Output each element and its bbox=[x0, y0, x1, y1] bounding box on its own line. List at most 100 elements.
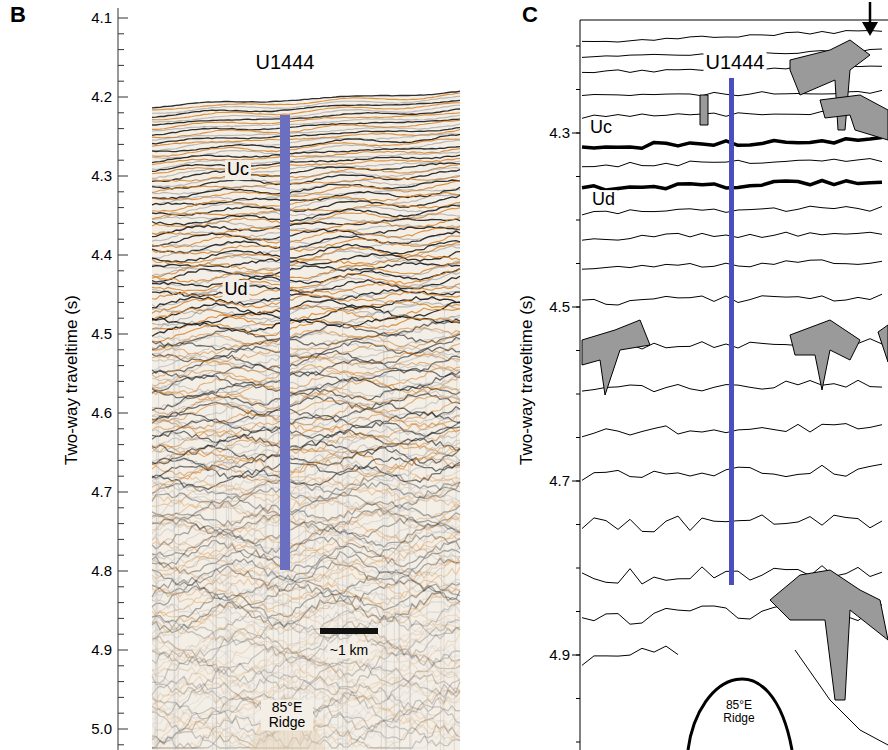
noise-streak bbox=[399, 362, 400, 750]
axis-tick bbox=[118, 270, 124, 271]
axis-tick bbox=[118, 49, 124, 50]
axis-line bbox=[118, 8, 119, 750]
axis-tick bbox=[118, 571, 128, 572]
noise-streak bbox=[323, 389, 325, 750]
axis-tick bbox=[118, 18, 128, 19]
noise-streak bbox=[264, 372, 266, 750]
site-label: U1444 bbox=[256, 51, 315, 73]
seismic-reflector bbox=[152, 243, 460, 265]
axis-tick bbox=[118, 365, 124, 366]
axis-tick bbox=[118, 381, 124, 382]
ridge-label: 85°E Ridge bbox=[261, 700, 313, 731]
noise-streak bbox=[342, 302, 343, 750]
seep-body bbox=[770, 570, 888, 700]
unit-label: Uc bbox=[225, 160, 251, 180]
axis-tick bbox=[572, 133, 580, 134]
noise-streak bbox=[173, 311, 175, 750]
tick-label: 4.5 bbox=[549, 299, 570, 316]
axis-tick bbox=[576, 350, 580, 351]
seismic-reflector bbox=[152, 109, 460, 125]
ridge-label: 85°E Ridge bbox=[715, 699, 763, 725]
axis-tick bbox=[118, 349, 124, 350]
borehole-bar bbox=[280, 115, 290, 570]
tick-label: 4.5 bbox=[91, 326, 112, 343]
seismic-reflector bbox=[152, 96, 460, 113]
seep-body bbox=[820, 95, 888, 140]
axis-tick bbox=[118, 33, 124, 34]
seismic-reflector bbox=[152, 161, 460, 178]
noise-streak bbox=[174, 338, 175, 750]
seismic-profile bbox=[118, 0, 460, 750]
axis-tick bbox=[118, 191, 124, 192]
axis-tick bbox=[118, 160, 124, 161]
arrow-head bbox=[862, 22, 878, 36]
tick-label: 4.9 bbox=[549, 647, 570, 664]
axis-tick bbox=[576, 611, 580, 612]
noise-streak bbox=[394, 491, 395, 750]
interpreted-profile bbox=[572, 2, 888, 750]
axis-tick bbox=[118, 523, 124, 524]
tick-label: 4.9 bbox=[91, 642, 112, 659]
axis-tick bbox=[118, 713, 124, 714]
seismic-reflector bbox=[152, 333, 460, 351]
seep-body bbox=[790, 320, 860, 390]
seismic-reflector bbox=[152, 457, 460, 478]
seismic-reflector bbox=[152, 189, 460, 205]
axis-tick bbox=[576, 481, 580, 482]
seismic-reflector bbox=[152, 693, 460, 730]
noise-streak bbox=[254, 443, 255, 750]
axis-tick bbox=[118, 681, 124, 682]
panel-letter: C bbox=[522, 3, 538, 27]
axis-tick bbox=[118, 334, 128, 335]
tick-label: 4.1 bbox=[91, 10, 112, 27]
ridge-shadow bbox=[250, 695, 325, 750]
seismic-reflector bbox=[152, 362, 460, 385]
axis-tick bbox=[576, 742, 580, 743]
seismic-reflector bbox=[152, 269, 460, 287]
axis-tick bbox=[118, 413, 128, 414]
noise-streak bbox=[408, 445, 411, 750]
seismic-reflector bbox=[152, 331, 460, 355]
axis-tick bbox=[576, 89, 580, 90]
axis-tick bbox=[118, 223, 124, 224]
seismic-reflector bbox=[152, 100, 460, 117]
seismic-reflector bbox=[152, 408, 460, 432]
axis-tick bbox=[118, 460, 124, 461]
axis-tick bbox=[118, 112, 124, 113]
axis-tick bbox=[118, 207, 124, 208]
axis-tick bbox=[576, 524, 580, 525]
axis-tick bbox=[576, 176, 580, 177]
seismic-reflector bbox=[152, 149, 460, 165]
axis-tick bbox=[576, 568, 580, 569]
axis-tick bbox=[118, 634, 124, 635]
tick-label: 4.2 bbox=[91, 89, 112, 106]
axis-tick bbox=[576, 394, 580, 395]
noise-streak bbox=[178, 320, 179, 750]
tick-label: 4.3 bbox=[91, 168, 112, 185]
noise-streak bbox=[346, 355, 348, 750]
axis-tick bbox=[576, 437, 580, 438]
axis-tick bbox=[118, 744, 124, 745]
seismic-reflector bbox=[152, 227, 460, 247]
axis-tick bbox=[118, 476, 124, 477]
seismic-reflector bbox=[152, 163, 460, 181]
noise-streak bbox=[443, 307, 445, 750]
tick-label: 4.4 bbox=[91, 247, 112, 264]
tick-label: 4.8 bbox=[91, 563, 112, 580]
axis-tick bbox=[118, 176, 128, 177]
axis-tick bbox=[118, 697, 124, 698]
noise-streak bbox=[426, 362, 428, 750]
tick-label: 4.3 bbox=[549, 125, 570, 142]
axis-tick bbox=[576, 307, 580, 308]
axis-tick bbox=[576, 655, 580, 656]
axis-tick bbox=[118, 128, 124, 129]
horizon-line bbox=[582, 646, 678, 665]
seismic-reflector bbox=[152, 176, 460, 195]
noise-streak bbox=[337, 434, 338, 750]
site-label: U1444 bbox=[704, 51, 767, 73]
axis-tick bbox=[118, 318, 124, 319]
axis-tick bbox=[118, 539, 124, 540]
noise-streak bbox=[384, 349, 385, 750]
noise-streak bbox=[278, 346, 279, 750]
image-ground bbox=[152, 0, 460, 750]
